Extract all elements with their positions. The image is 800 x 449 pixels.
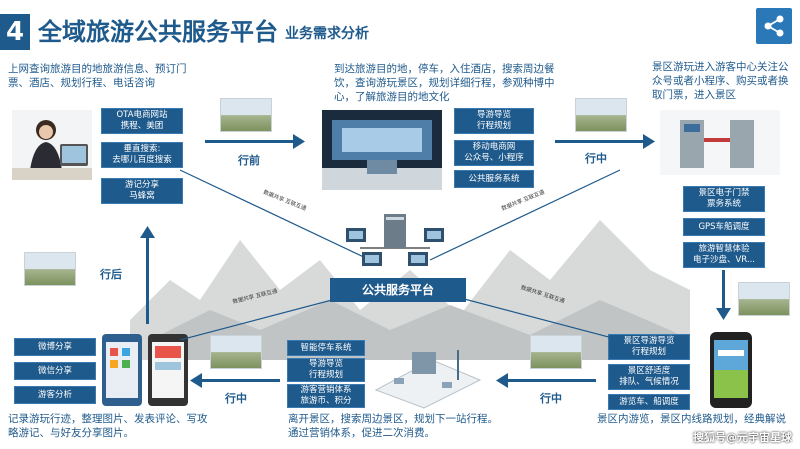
scenic-guide-box: 景区导游导览 行程规划 bbox=[608, 334, 690, 360]
vehicle-dispatch-box: 游览车、船调度 bbox=[608, 394, 690, 410]
departure-description: 离开景区，搜索周边景区，规划下一站行程。通过营销体系，促进二次消费。 bbox=[288, 413, 498, 439]
stage-during-top: 行中 bbox=[585, 152, 607, 165]
scenery-thumbnail bbox=[210, 335, 262, 369]
ota-sites-box: OTA电商网站 携程、美团 bbox=[101, 108, 183, 134]
arrow-head-icon bbox=[140, 226, 155, 238]
public-service-platform-label: 公共服务平台 bbox=[330, 278, 466, 302]
in-park-description: 景区内游览，景区内线路规划，经典解说 bbox=[597, 413, 786, 425]
arrival-description: 到达旅游目的地，停车，入住酒店，搜索周边餐饮，查询游玩景区，规划详细行程，参观种… bbox=[334, 63, 555, 103]
visitor-analysis-box: 游客分析 bbox=[14, 386, 96, 404]
arrow-head-icon bbox=[496, 373, 508, 388]
comfort-level-box: 景区舒适度 排队、气候情况 bbox=[608, 364, 690, 390]
mobile-phone-image bbox=[706, 330, 756, 410]
arrow-head-icon bbox=[293, 134, 305, 149]
parking-illustration bbox=[372, 330, 484, 410]
post-trip-description: 记录游玩行迹，整理图片、发表评论、写攻略游记、与好友分享图片。 bbox=[8, 413, 208, 439]
section-number: 4 bbox=[0, 14, 30, 50]
turnstile-photo bbox=[660, 110, 780, 175]
vertical-search-box: 垂直搜索: 去哪儿百度搜索 bbox=[101, 142, 183, 168]
visitor-center-photo bbox=[322, 110, 442, 190]
pre-trip-description: 上网查询旅游目的地旅游信息、预订门票、酒店、规划行程、电话咨询 bbox=[8, 63, 187, 89]
scenery-thumbnail bbox=[575, 98, 627, 132]
scenic-entry-description: 景区游玩进入游客中心关注公众号或者小程序、购买或者换取门票，进入景区 bbox=[652, 61, 789, 101]
share-icon bbox=[764, 15, 784, 37]
during-arrow-left bbox=[200, 379, 280, 382]
phones-image bbox=[100, 330, 190, 410]
wechat-share-box: 微信分享 bbox=[14, 362, 96, 380]
smart-experience-box: 旅游智慧体验 电子沙盘、VR... bbox=[683, 242, 765, 268]
public-service-system-box: 公共服务系统 bbox=[454, 170, 534, 188]
weibo-share-box: 微博分享 bbox=[14, 338, 96, 356]
pre-trip-arrow bbox=[205, 140, 295, 143]
arrow-head-icon bbox=[716, 308, 731, 320]
server-network-icon bbox=[340, 208, 450, 270]
page-subtitle: 业务需求分析 bbox=[285, 26, 369, 42]
guide-itinerary-box-2: 导游导览 行程规划 bbox=[287, 358, 365, 382]
marketing-system-box: 游客营销体系 旅游币、积分 bbox=[287, 384, 365, 408]
travel-notes-box: 游记分享 马蜂窝 bbox=[101, 178, 183, 204]
scenery-thumbnail bbox=[24, 252, 76, 286]
scenery-thumbnail bbox=[738, 282, 790, 316]
page-title: 全域旅游公共服务平台 bbox=[38, 18, 278, 46]
watermark: 搜狐号@元宇宙星球 bbox=[693, 431, 792, 444]
gps-dispatch-box: GPS车船调度 bbox=[683, 218, 765, 236]
scenery-thumbnail bbox=[530, 335, 582, 369]
mobile-ecommerce-box: 移动电商网 公众号、小程序 bbox=[454, 140, 534, 166]
stage-pre-trip: 行前 bbox=[238, 154, 260, 167]
arrow-head-icon bbox=[190, 373, 202, 388]
header bbox=[0, 0, 800, 60]
stage-during-bottom: 行中 bbox=[540, 392, 562, 405]
smart-parking-box: 智能停车系统 bbox=[287, 340, 365, 356]
stage-during-left: 行中 bbox=[225, 392, 247, 405]
scenery-thumbnail bbox=[220, 98, 272, 132]
person-photo bbox=[12, 110, 92, 180]
stage-post-trip: 行后 bbox=[100, 268, 122, 281]
share-button[interactable] bbox=[756, 8, 792, 44]
e-ticket-gate-box: 景区电子门禁 票务系统 bbox=[683, 186, 765, 212]
arrow-head-icon bbox=[643, 134, 655, 149]
during-arrow-top bbox=[555, 140, 645, 143]
during-arrow-bottom bbox=[506, 379, 596, 382]
down-arrow bbox=[722, 270, 725, 310]
post-trip-arrow bbox=[146, 236, 149, 324]
guide-itinerary-box: 导游导览 行程规划 bbox=[454, 108, 534, 134]
